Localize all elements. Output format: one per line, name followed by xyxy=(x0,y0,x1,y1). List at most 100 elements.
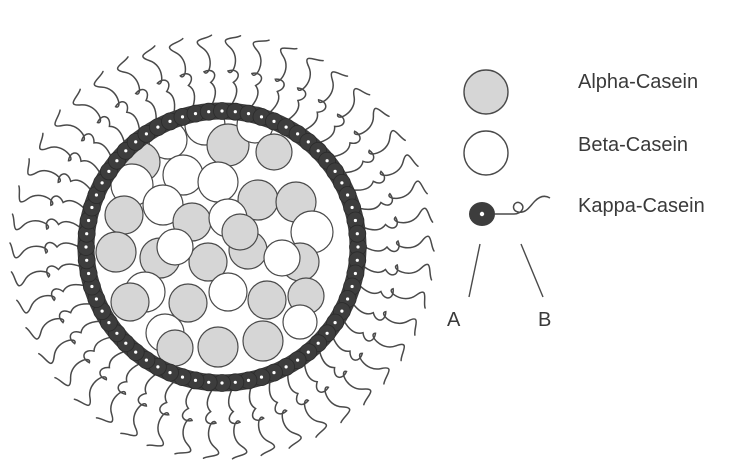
kappa-casein-head-dot xyxy=(317,149,320,152)
pointer-line-b xyxy=(521,244,543,297)
alpha-casein-submicelle xyxy=(111,283,149,321)
kappa-casein-head-dot xyxy=(85,232,88,235)
kappa-casein-head-dot xyxy=(134,140,137,143)
kappa-casein-head-dot xyxy=(168,371,171,374)
kappa-casein-head-dot xyxy=(480,212,484,216)
kappa-casein-head-dot xyxy=(296,132,299,135)
kappa-casein-head-dot xyxy=(346,297,349,300)
alpha-casein-submicelle xyxy=(105,196,143,234)
kappa-casein-tail xyxy=(320,89,370,143)
beta-casein-submicelle xyxy=(209,273,247,311)
beta-casein-submicelle xyxy=(157,229,193,265)
kappa-casein-tail xyxy=(121,374,156,436)
kappa-casein-head-dot xyxy=(354,219,357,222)
kappa-casein-head-dot xyxy=(95,193,98,196)
kappa-casein-head-dot xyxy=(334,170,337,173)
alpha-casein-submicelle xyxy=(248,281,286,319)
kappa-casein-tail xyxy=(288,58,323,120)
part-b-label: B xyxy=(538,309,551,331)
kappa-casein-head-dot xyxy=(307,351,310,354)
kappa-casein-head-dot xyxy=(107,170,110,173)
kappa-casein-tail xyxy=(147,382,174,446)
kappa-casein-tail xyxy=(251,40,269,107)
alpha-casein-legend-icon xyxy=(464,70,508,114)
kappa-casein-tail xyxy=(288,374,327,437)
kappa-casein-head-dot xyxy=(356,232,359,235)
kappa-casein-head-dot xyxy=(124,342,127,345)
beta-casein-legend-icon xyxy=(464,131,508,175)
kappa-casein-head-dot xyxy=(356,245,359,248)
kappa-casein-head-dot xyxy=(326,332,329,335)
alpha-casein-submicelle xyxy=(222,214,258,250)
beta-casein-submicelle xyxy=(198,162,238,202)
beta-casein-legend-label: Beta-Casein xyxy=(578,134,688,156)
kappa-casein-head-dot xyxy=(145,359,148,362)
kappa-casein-tail xyxy=(11,264,80,286)
kappa-casein-tail xyxy=(360,181,428,209)
kappa-casein-tail xyxy=(305,72,348,130)
kappa-casein-tail xyxy=(344,131,405,173)
kappa-casein-head-dot xyxy=(220,109,223,112)
kappa-casein-tail xyxy=(74,352,124,406)
kappa-casein-head-dot xyxy=(272,371,275,374)
kappa-casein-tail xyxy=(353,155,418,190)
kappa-casein-head-dot xyxy=(346,193,349,196)
kappa-casein-head-dot xyxy=(207,110,210,113)
kappa-casein-tail xyxy=(26,304,91,339)
kappa-casein-head-dot xyxy=(247,379,250,382)
alpha-casein-submicelle xyxy=(243,321,283,361)
kappa-casein-head-dot xyxy=(356,259,359,262)
legend: Alpha-Casein Beta-Casein Kappa-Casein A … xyxy=(447,70,705,331)
kappa-casein-tail xyxy=(143,46,175,112)
kappa-casein-head-dot xyxy=(115,159,118,162)
kappa-casein-head-dot xyxy=(234,381,237,384)
kappa-casein-head-dot xyxy=(90,285,93,288)
kappa-casein-head-dot xyxy=(101,181,104,184)
kappa-casein-tail xyxy=(17,285,85,313)
kappa-casein-head-dot xyxy=(115,332,118,335)
kappa-casein-head-dot xyxy=(124,149,127,152)
kappa-casein-head-dot xyxy=(90,206,93,209)
kappa-casein-tail xyxy=(97,364,140,422)
kappa-casein-head-dot xyxy=(234,110,237,113)
kappa-casein-head-dot xyxy=(101,310,104,313)
kappa-casein-head-dot xyxy=(181,115,184,118)
kappa-casein-head-dot xyxy=(145,132,148,135)
alpha-casein-submicelle xyxy=(198,327,238,367)
kappa-casein-head-dot xyxy=(326,159,329,162)
kappa-casein-tail xyxy=(28,159,91,190)
alpha-casein-legend-label: Alpha-Casein xyxy=(578,71,698,93)
kappa-casein-head-dot xyxy=(354,272,357,275)
kappa-casein-head-dot xyxy=(247,112,250,115)
kappa-casein-tail xyxy=(118,57,157,120)
kappa-casein-head-dot xyxy=(194,379,197,382)
kappa-casein-legend-icon xyxy=(469,196,550,226)
kappa-casein-tail xyxy=(39,321,100,363)
kappa-casein-head-dot xyxy=(340,310,343,313)
kappa-casein-head-dot xyxy=(194,112,197,115)
kappa-casein-head-dot xyxy=(87,272,90,275)
kappa-casein-legend-label: Kappa-Casein xyxy=(578,195,705,217)
kappa-casein-tail xyxy=(344,321,404,360)
kappa-casein-head-dot xyxy=(134,351,137,354)
beta-casein-submicelle xyxy=(283,305,317,339)
kappa-casein-head-dot xyxy=(272,120,275,123)
kappa-casein-head-dot xyxy=(334,321,337,324)
kappa-casein-head-dot xyxy=(107,321,110,324)
kappa-casein-tail xyxy=(204,390,219,459)
kappa-casein-tail xyxy=(175,387,193,454)
kappa-casein-tail xyxy=(270,48,297,112)
kappa-casein-tail xyxy=(364,208,433,230)
kappa-casein-head-dot xyxy=(207,381,210,384)
beta-casein-submicelle xyxy=(264,240,300,276)
kappa-casein-tail xyxy=(269,382,301,448)
kappa-casein-tail xyxy=(197,35,215,104)
kappa-casein-head-dot xyxy=(181,376,184,379)
kappa-casein-head-dot xyxy=(351,206,354,209)
kappa-casein-head-dot xyxy=(95,297,98,300)
kappa-casein-tail xyxy=(10,243,79,258)
kappa-casein-tail xyxy=(225,36,240,105)
kappa-casein-head-dot xyxy=(87,219,90,222)
kappa-casein-head-dot xyxy=(285,126,288,129)
